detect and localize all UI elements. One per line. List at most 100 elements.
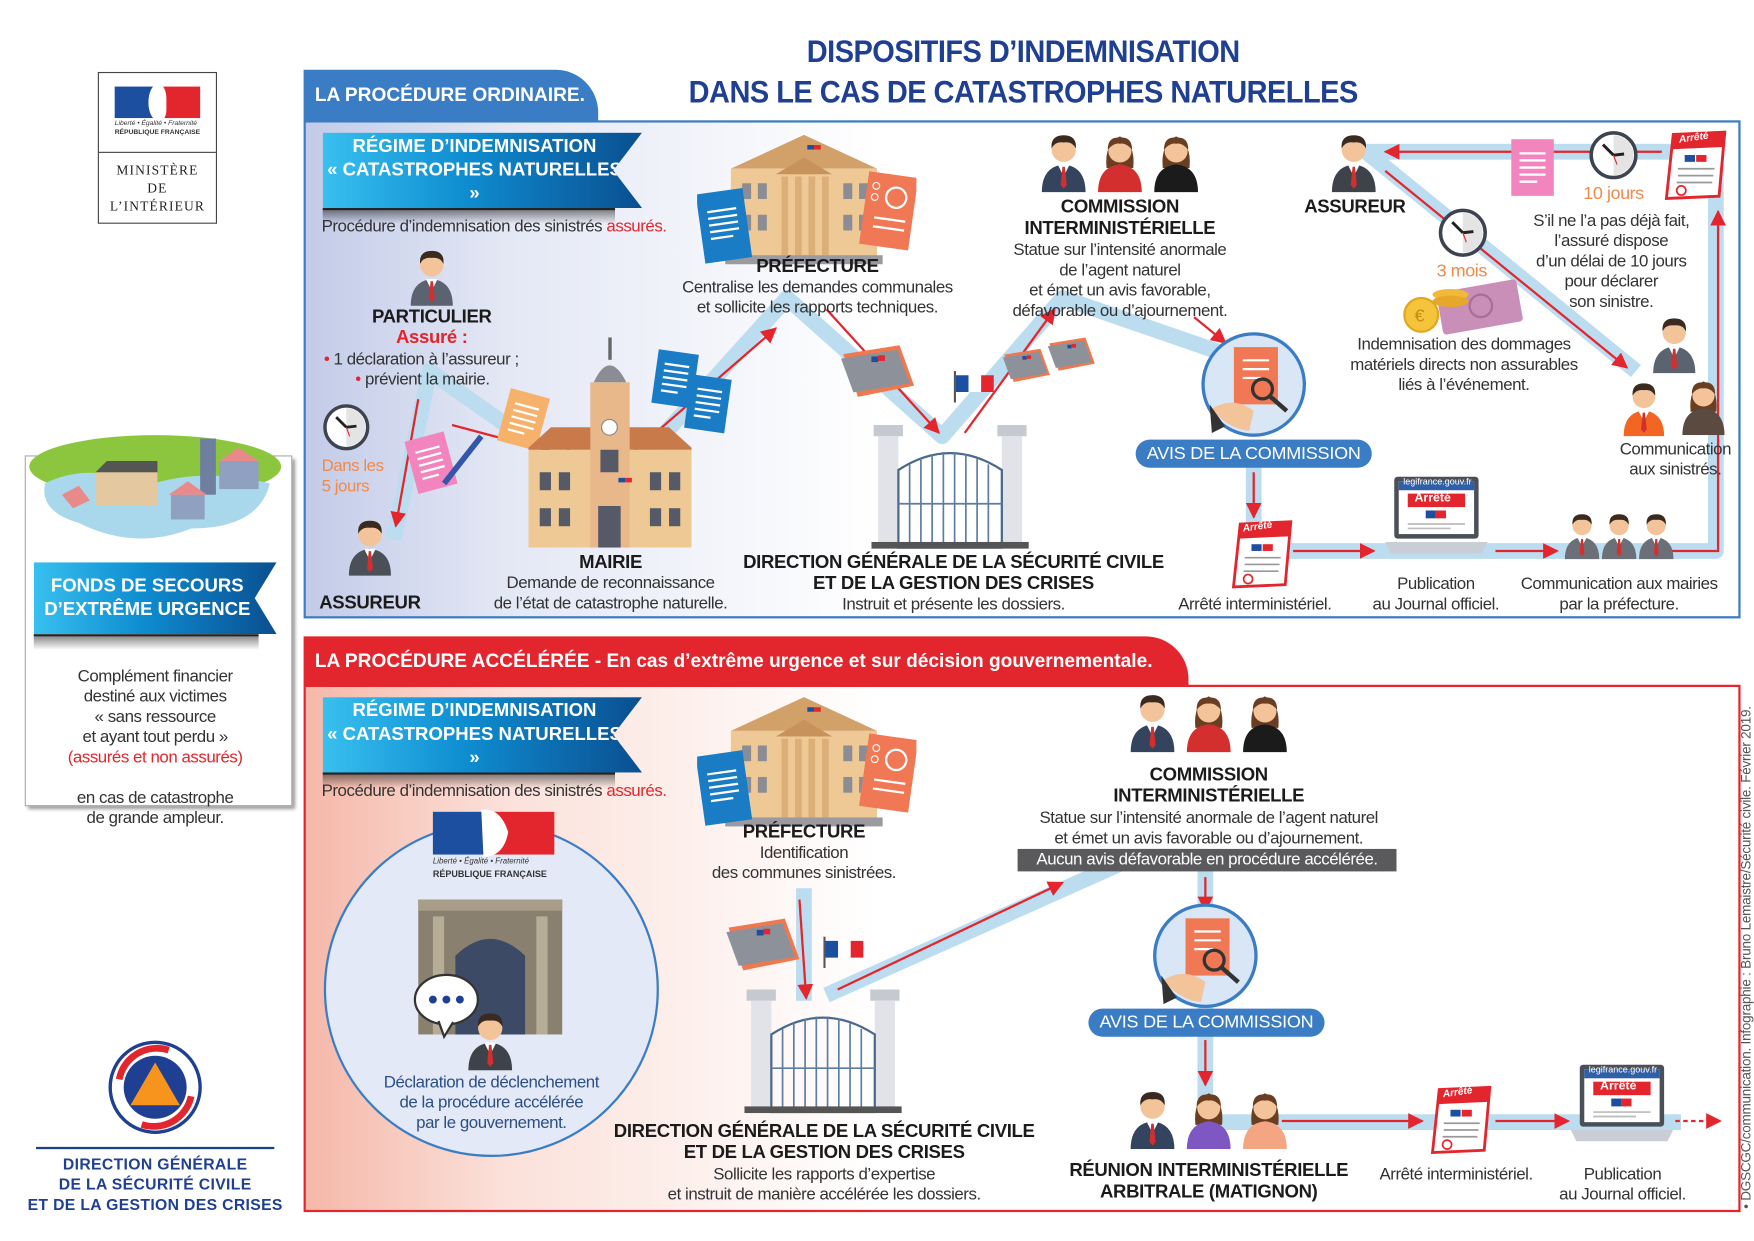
ministry-logo: Liberté • Égalité • Fraternité RÉPUBLIQU…: [97, 71, 218, 224]
logo-motto: Liberté • Égalité • Fraternité: [114, 120, 198, 128]
money-icon: €: [1403, 279, 1523, 335]
speech-bubble-icon: [413, 973, 479, 1040]
intro-text: Procédure d’indemnisation des sinistrés: [321, 217, 607, 237]
minister-icon: [1130, 1092, 1175, 1150]
rf-republic: RÉPUBLIQUE FRANÇAISE: [432, 869, 547, 880]
commission-text: Statue sur l’intensité anormale de l’age…: [1039, 808, 1378, 848]
commission-title: COMMISSION INTERMINISTÉRIELLE: [1113, 764, 1305, 807]
commission-member-icon: [1154, 136, 1198, 193]
commission-member-icon: [1186, 696, 1231, 753]
regime-ribbon: RÉGIME D’INDEMNISATION « CATASTROPHES NA…: [322, 132, 643, 209]
bullet-text: prévient la mairie.: [365, 369, 490, 390]
flood-illustration: [29, 435, 282, 539]
laptop-journal-officiel-icon: [1384, 475, 1489, 555]
particulier-bullet: • 1 déclaration à l’assureur ;: [323, 349, 520, 369]
arrete-text: Arrêté interministériel.: [1379, 1164, 1533, 1184]
logo-republic: RÉPUBLIQUE FRANÇAISE: [114, 129, 201, 137]
svg-text:€: €: [1414, 306, 1424, 326]
sinistre-icon: [1653, 318, 1696, 374]
direction-title: DIRECTION GÉNÉRALE DE LA SÉCURITÉ CIVILE…: [743, 552, 1164, 594]
ordinary-procedure-tab: LA PROCÉDURE ORDINAIRE.: [303, 69, 599, 122]
fonds-text-1: Complément financier destiné aux victime…: [77, 666, 234, 747]
assureur-right-label: ASSUREUR: [1304, 196, 1406, 218]
dgscgc-gate-icon: [744, 989, 902, 1114]
prefecture-text: Centralise les demandes communales et so…: [682, 277, 953, 318]
dgscgc-label: DIRECTION GÉNÉRALE DE LA SÉCURITÉ CIVILE…: [27, 1154, 283, 1214]
intro-text: Procédure d’indemnisation des sinistrés: [321, 781, 607, 801]
fonds-secours-text: Complément financier destiné aux victime…: [26, 647, 285, 829]
mayor-icon: [1564, 514, 1600, 560]
dossier-icon: [1002, 348, 1050, 383]
delay-10-days: 10 jours: [1583, 184, 1644, 204]
declaration-document-icon: [1510, 137, 1556, 198]
fonds-text-red: (assurés et non assurés): [67, 747, 243, 767]
commission-title: COMMISSION INTERMINISTÉRIELLE: [1024, 196, 1216, 239]
declaration-text: Déclaration de déclenchement de la procé…: [383, 1072, 600, 1133]
laptop-arrete-label: Arrêté: [1414, 491, 1451, 505]
delay-5-days: Dans les 5 jours: [321, 456, 384, 496]
french-flag-icon: [823, 936, 864, 969]
communication-mairies-text: Communication aux mairies par la préfect…: [1520, 574, 1718, 614]
legifrance-label: legifrance.gouv.fr: [1403, 476, 1472, 487]
particulier-bullet: • prévient la mairie.: [355, 369, 490, 390]
ribbon-shadow: [322, 772, 616, 789]
fonds-text-2: en cas de catastrophe de grande ampleur.: [76, 788, 234, 828]
clock-icon: [1438, 208, 1487, 257]
fonds-secours-ribbon: FONDS DE SECOURS D’EXTRÊME URGENCE: [33, 562, 277, 635]
direction-text: Instruit et présente les dossiers.: [842, 594, 1065, 614]
avis-commission-label: AVIS DE LA COMMISSION: [1135, 439, 1372, 468]
rf-motto: Liberté • Égalité • Fraternité: [432, 857, 529, 866]
main-title-line1: DISPOSITIFS D’INDEMNISATION: [806, 33, 1240, 69]
arrete-icon: [1431, 1085, 1492, 1154]
particulier-icon: [410, 250, 453, 306]
commission-text: Statue sur l’intensité anormale de l’age…: [1012, 240, 1228, 321]
accelerated-flow-arrows: [797, 877, 1722, 1129]
credit-text: • DGSCGC/communication. Infographie : Br…: [1738, 706, 1754, 1209]
marianne-icon: [481, 809, 509, 857]
indemnisation-text: Indemnisation des dommages matériels dir…: [1350, 335, 1578, 395]
prefecture-building-icon: [697, 133, 917, 266]
assureur-icon: [348, 520, 391, 576]
mayor-icon: [1639, 514, 1674, 560]
main-title-line2: DANS LE CAS DE CATASTROPHES NATURELLES: [688, 74, 1359, 110]
accelerated-procedure-tab: LA PROCÉDURE ACCÉLÉRÉE - En cas d’extrêm…: [303, 636, 1189, 686]
publication-text: Publication au Journal officiel.: [1559, 1164, 1686, 1205]
particulier-title: PARTICULIER: [371, 306, 492, 328]
ribbon-shadow: [33, 634, 259, 650]
particulier-subtitle: Assuré :: [395, 327, 468, 348]
intro-red: assurés.: [606, 217, 667, 237]
bullet-text: 1 déclaration à l’assureur ;: [333, 349, 520, 369]
direction-title: DIRECTION GÉNÉRALE DE LA SÉCURITÉ CIVILE…: [613, 1121, 1035, 1163]
assureur-left-label: ASSUREUR: [319, 592, 421, 613]
marianne-icon: [148, 84, 167, 121]
delay-10-text: S’il ne l’a pas déjà fait, l’assuré disp…: [1533, 211, 1690, 312]
dgscgc-gate-icon: [871, 425, 1029, 549]
commission-member-icon: [1130, 695, 1175, 753]
clock-icon: [1589, 131, 1638, 180]
laptop-arrete-label: Arrêté: [1600, 1079, 1637, 1093]
dossier-icon: [841, 345, 915, 397]
prefecture-title: PRÉFECTURE: [756, 256, 879, 277]
communication-sinistres-text: Communication aux sinistrés.: [1619, 439, 1732, 479]
avis-commission-label: AVIS DE LA COMMISSION: [1088, 1008, 1325, 1037]
prefecture-title: PRÉFECTURE: [742, 821, 866, 843]
ministry-name: MINISTÈRE DE L’INTÉRIEUR: [109, 161, 205, 214]
dossier-icon: [1047, 337, 1095, 371]
publication-text: Publication au Journal officiel.: [1372, 574, 1500, 614]
mayor-icon: [1601, 514, 1637, 560]
sinistre-icon: [1623, 383, 1665, 437]
mairie-text: Demande de reconnaissance de l’état de c…: [493, 573, 728, 613]
commission-member-icon: [1098, 136, 1142, 193]
pen-icon: [441, 434, 484, 486]
avis-commission-icon: [1203, 334, 1304, 435]
prefecture-building-icon: [697, 696, 917, 828]
legifrance-label: legifrance.gouv.fr: [1588, 1064, 1658, 1075]
avis-commission-icon: [1155, 905, 1256, 1006]
arrete-text: Arrêté interministériel.: [1178, 594, 1332, 614]
reunion-title: RÉUNION INTERMINISTÉRIELLE ARBITRALE (MA…: [1069, 1160, 1349, 1202]
ribbon-shadow: [322, 208, 616, 224]
delay-3-months: 3 mois: [1436, 261, 1488, 282]
prefecture-text: Identification des communes sinistrées.: [711, 843, 897, 883]
